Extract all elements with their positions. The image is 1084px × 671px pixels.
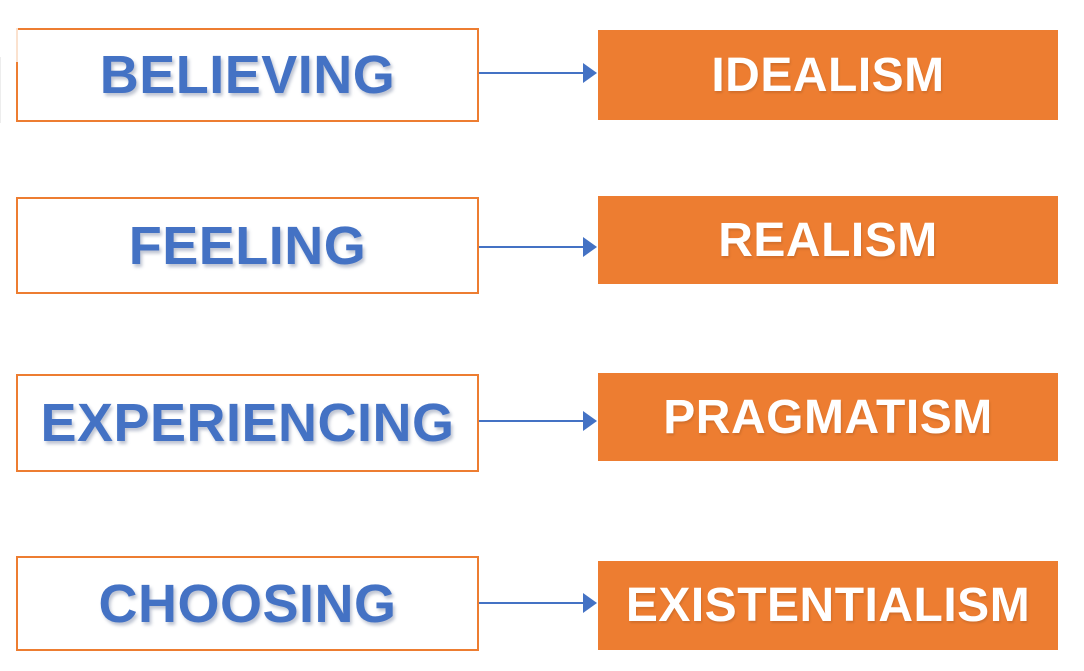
arrow-head-icon (583, 593, 597, 613)
target-box-realism: REALISM (598, 196, 1058, 284)
target-box-pragmatism: PRAGMATISM (598, 373, 1058, 461)
target-box-existentialism: EXISTENTIALISM (598, 561, 1058, 650)
arrow-head-icon (583, 237, 597, 257)
source-box-experiencing: EXPERIENCING (16, 374, 479, 472)
source-label: BELIEVING (99, 45, 396, 105)
arrow-head-icon (583, 411, 597, 431)
source-box-choosing: CHOOSING (16, 556, 479, 651)
target-label: EXISTENTIALISM (625, 579, 1031, 632)
arrow-believing-to-idealism (479, 63, 597, 83)
arrow-head-icon (583, 63, 597, 83)
arrow-shaft (479, 72, 583, 74)
source-box-believing: BELIEVING (16, 28, 479, 122)
arrow-shaft (479, 420, 583, 422)
source-box-feeling: FEELING (16, 197, 479, 294)
source-label: EXPERIENCING (40, 393, 455, 453)
arrow-shaft (479, 602, 583, 604)
arrow-feeling-to-realism (479, 237, 597, 257)
arrow-shaft (479, 246, 583, 248)
target-box-idealism: IDEALISM (598, 30, 1058, 120)
target-label: IDEALISM (711, 48, 945, 102)
border-fade-decoration (16, 28, 18, 62)
arrow-experiencing-to-pragmatism (479, 411, 597, 431)
source-label: FEELING (128, 215, 367, 276)
target-label: PRAGMATISM (663, 390, 993, 444)
source-label: CHOOSING (98, 573, 397, 634)
target-label: REALISM (718, 213, 938, 267)
arrow-choosing-to-existentialism (479, 593, 597, 613)
left-edge-box-fragment (0, 57, 17, 123)
